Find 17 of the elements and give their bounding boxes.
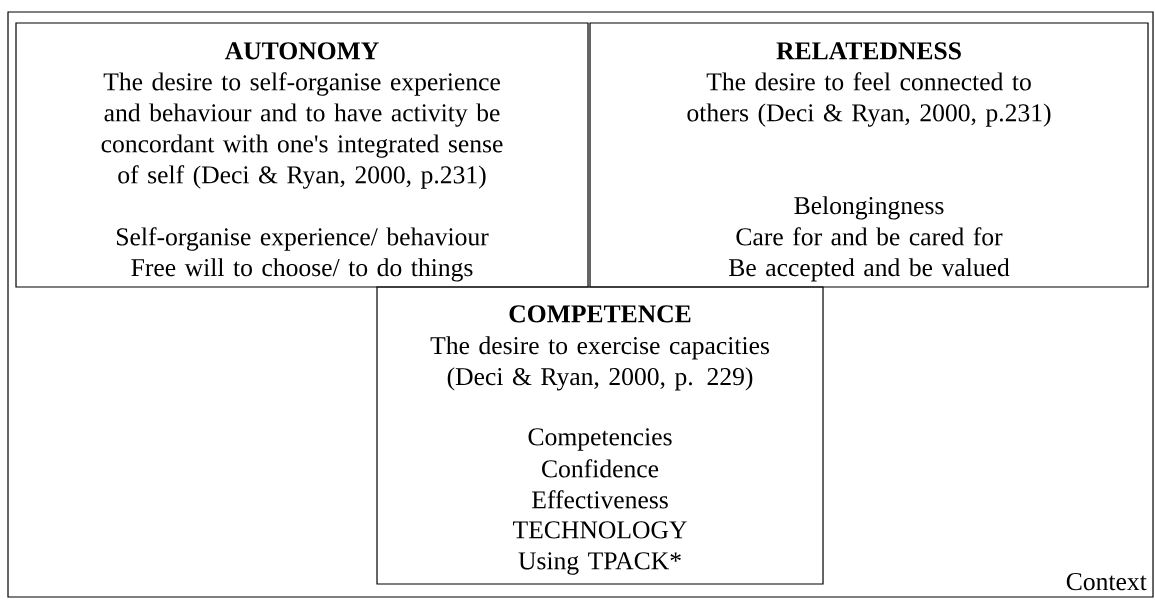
context-label: Context xyxy=(1066,573,1147,591)
definition-text: The desire to exercise capacities (Deci & Ryan, 2000, p. 229) xyxy=(430,336,769,391)
list-item: Competencies xyxy=(528,428,672,451)
list-item: Self-organise experience/ behaviour xyxy=(117,227,489,251)
list-item: Confidence xyxy=(542,459,659,478)
list-item: Free will to choose/ to do things xyxy=(131,258,473,282)
list-item: Belongingness xyxy=(794,196,944,220)
definition-text: The desire to feel connected to others (Deci & Ryan, 2000, p.231) xyxy=(687,72,1051,127)
heading: COMPETENCE xyxy=(509,305,691,323)
list-item: Care for and be cared for xyxy=(736,227,1003,246)
list-item: Using TPACK* xyxy=(518,552,681,575)
list-item: TECHNOLOGY xyxy=(513,521,687,539)
list-item: Be accepted and be valued xyxy=(729,258,1010,282)
heading: AUTONOMY xyxy=(225,42,379,60)
heading: RELATEDNESS xyxy=(776,42,961,60)
list-item: Effectiveness xyxy=(532,490,668,509)
definition-text: The desire to self-organise experience and behaviour and to have activity be concordant with one's integrated sense of self (Deci & Ryan, 2000, p.231) xyxy=(101,72,503,189)
